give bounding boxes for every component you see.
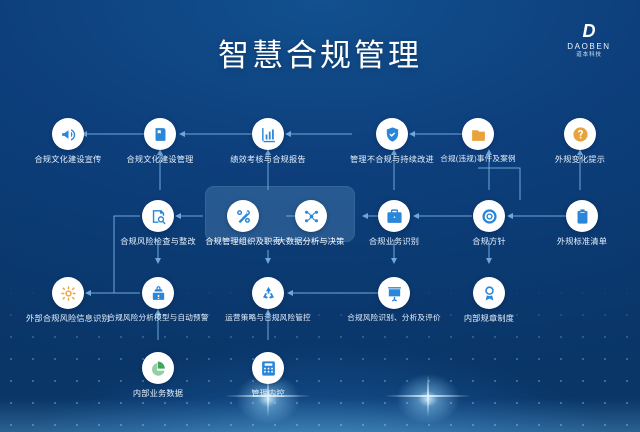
node-label: 外规变化提示 [554, 155, 606, 164]
briefcase-icon [378, 200, 410, 232]
node-label: 合规业务识别 [368, 237, 420, 246]
node-label: 合规风险检查与整改 [120, 237, 196, 246]
node-n08[interactable]: 合规管理组织及职责 [183, 200, 303, 246]
node-n18[interactable]: 内部业务数据 [98, 352, 218, 398]
node-n03[interactable]: 绩效考核与合规报告 [208, 118, 328, 164]
recycle-icon [252, 277, 284, 309]
brand-logo: D DAOBEN 道本科技 [552, 22, 626, 59]
node-label: 合规方针 [472, 237, 506, 246]
node-label: 内部业务数据 [132, 389, 184, 398]
case-file-icon [462, 118, 494, 150]
node-n04[interactable]: 管理不合规与持续改进 [332, 118, 452, 164]
node-n02[interactable]: 合规文化建设管理 [100, 118, 220, 164]
node-label: 合规(违规)事件及案例 [440, 154, 516, 163]
node-label: 内部规章制度 [463, 314, 515, 323]
node-n06[interactable]: 外规变化提示 [520, 118, 640, 164]
node-label: 外部合规风险信息识别 [26, 314, 110, 323]
logo-mark-icon: D [582, 21, 596, 41]
data-nodes-icon [295, 200, 327, 232]
node-label: 合规管理组织及职责 [205, 237, 281, 246]
node-label: 合规文化建设管理 [126, 155, 194, 164]
node-n19[interactable]: 管理内控 [208, 352, 328, 398]
bottom-glow [0, 398, 640, 432]
logo-en-text: DAOBEN [567, 42, 611, 51]
target-gear-icon [473, 200, 505, 232]
node-label: 合规文化建设宣传 [34, 155, 102, 164]
bar-chart-icon [252, 118, 284, 150]
logo-cn-text: 道本科技 [576, 52, 602, 58]
node-label: 合规风险识别、分析及评价 [347, 313, 441, 322]
radar-icon [52, 277, 84, 309]
presentation-icon [378, 277, 410, 309]
question-icon [564, 118, 596, 150]
node-n12[interactable]: 外规标准清单 [522, 200, 640, 246]
node-n11[interactable]: 合规方针 [429, 200, 549, 246]
node-label: 管理不合规与持续改进 [350, 155, 434, 164]
node-n15[interactable]: 运营策略与合规风险管控 [208, 277, 328, 323]
node-label: 合规风险分析模型与自动预警 [107, 313, 209, 322]
node-n01[interactable]: 合规文化建设宣传 [8, 118, 128, 164]
pie-chart-icon [142, 352, 174, 384]
node-n09[interactable]: 大数据分析与决策 [251, 200, 371, 246]
node-n07[interactable]: 合规风险检查与整改 [98, 200, 218, 246]
page-title: 智慧合规管理 [218, 38, 422, 73]
search-doc-icon [142, 200, 174, 232]
node-n13[interactable]: 外部合规风险信息识别 [8, 277, 128, 323]
node-n16[interactable]: 合规风险识别、分析及评价 [334, 277, 454, 323]
book-icon [144, 118, 176, 150]
clipboard-icon [566, 200, 598, 232]
node-n10[interactable]: 合规业务识别 [334, 200, 454, 246]
shield-check-icon [376, 118, 408, 150]
node-n05[interactable]: 合规(违规)事件及案例 [418, 118, 538, 164]
node-label: 大数据分析与决策 [277, 237, 345, 246]
alert-lock-icon [142, 277, 174, 309]
calculator-icon [252, 352, 284, 384]
node-n17[interactable]: 内部规章制度 [429, 277, 549, 323]
node-label: 外规标准清单 [556, 237, 608, 246]
node-label: 管理内控 [251, 389, 285, 398]
node-label: 绩效考核与合规报告 [230, 155, 306, 164]
node-n14[interactable]: 合规风险分析模型与自动预警 [98, 277, 218, 323]
award-icon [473, 277, 505, 309]
network-icon [227, 200, 259, 232]
node-label: 运营策略与合规风险管控 [225, 313, 311, 322]
light-burst-right [368, 366, 488, 426]
megaphone-icon [52, 118, 84, 150]
